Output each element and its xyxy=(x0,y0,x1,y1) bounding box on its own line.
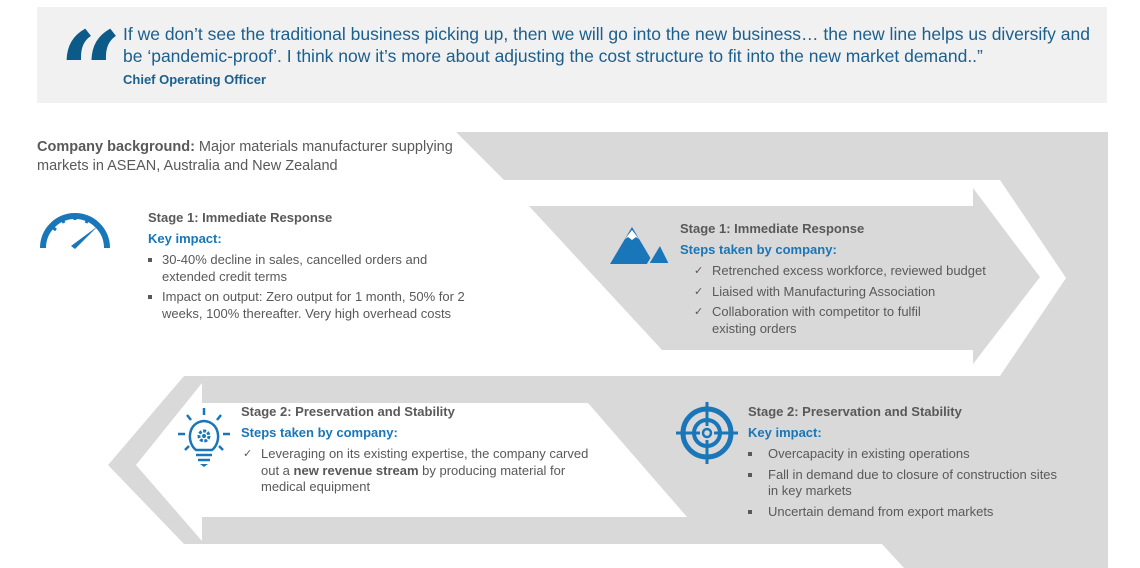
stage2-impact-subtitle: Key impact: xyxy=(748,424,822,440)
list-item: Uncertain demand from export markets xyxy=(748,504,1068,521)
stage1-steps-title: Stage 1: Immediate Response xyxy=(680,221,865,236)
stage2-impact-block: Stage 2: Preservation and Stability Key … xyxy=(748,404,1068,524)
list-item: Collaboration with competitor to fulfil … xyxy=(692,304,922,337)
stage2-steps-subtitle: Steps taken by company: xyxy=(241,424,398,440)
stage2-steps-title: Stage 2: Preservation and Stability xyxy=(241,404,455,419)
list-item: Overcapacity in existing operations xyxy=(748,446,1068,463)
stage2-impact-title: Stage 2: Preservation and Stability xyxy=(748,404,962,419)
list-item: 30-40% decline in sales, cancelled order… xyxy=(148,252,478,285)
list-item: Leveraging on its existing expertise, th… xyxy=(241,446,601,496)
target-icon xyxy=(676,402,738,464)
company-background: Company background: Major materials manu… xyxy=(37,138,457,176)
list-item: Fall in demand due to closure of constru… xyxy=(748,467,1058,500)
background-label: Company background: xyxy=(37,139,195,155)
quote-box: “ If we don’t see the traditional busine… xyxy=(37,7,1107,127)
lightbulb-gear-icon xyxy=(178,408,230,467)
list-item: Liaised with Manufacturing Association xyxy=(692,284,1020,301)
quote-mark-icon: “ xyxy=(59,7,123,136)
item-text: Leveraging on its existing expertise, th… xyxy=(261,446,589,478)
background-text: Major materials manufacturer supplying m… xyxy=(37,139,453,174)
list-item: Retrenched excess workforce, reviewed bu… xyxy=(692,263,1020,280)
mountain-icon xyxy=(610,227,672,265)
quote-text: If we don’t see the traditional business… xyxy=(123,24,1090,66)
stage2-steps-block: Stage 2: Preservation and Stability Step… xyxy=(241,404,601,500)
speedometer-icon xyxy=(40,213,110,249)
item-highlight: new revenue stream xyxy=(293,462,419,478)
quote-author: Chief Operating Officer xyxy=(123,72,267,87)
stage1-steps-block: Stage 1: Immediate Response Steps taken … xyxy=(680,221,1020,341)
stage1-impact-title: Stage 1: Immediate Response xyxy=(148,210,333,225)
stage1-impact-subtitle: Key impact: xyxy=(148,230,222,246)
list-item: Impact on output: Zero output for 1 mont… xyxy=(148,289,478,322)
stage1-steps-subtitle: Steps taken by company: xyxy=(680,241,837,257)
item-text: by producing material for medical equipm… xyxy=(261,462,566,495)
stage1-impact-block: Stage 1: Immediate Response Key impact: … xyxy=(148,210,478,326)
